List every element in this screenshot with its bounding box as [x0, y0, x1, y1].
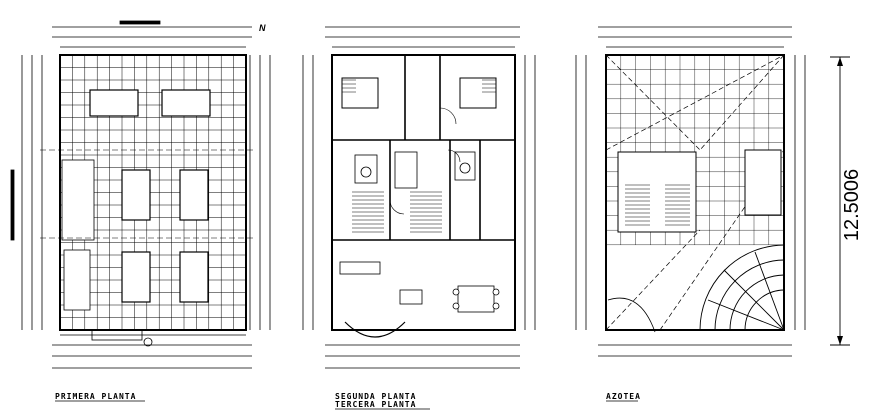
dimension-lines-left: [302, 55, 314, 330]
bed-hatching: [342, 79, 496, 93]
beds: [341, 77, 497, 109]
plan-azotea: AZOTEA: [575, 26, 806, 402]
stairs: [625, 184, 690, 226]
plan-label-tercera: TERCERA PLANTA: [335, 400, 416, 409]
plan-label-segunda: SEGUNDA PLANTA: [335, 392, 416, 401]
dimension-lines-left: [575, 55, 587, 330]
curved-terrace: [699, 244, 785, 331]
skylight-boxes: [89, 89, 211, 117]
entrance-details: [60, 329, 246, 347]
interior-walls: [332, 55, 515, 241]
plan-label-azotea: AZOTEA: [606, 392, 641, 401]
dimension-lines-right: [524, 55, 536, 330]
dimension-lines-right: [794, 55, 806, 330]
plan-label-primera: PRIMERA PLANTA: [55, 392, 136, 401]
outer-wall: [331, 54, 516, 331]
dimension-lines-right: [249, 55, 271, 330]
overall-dimension-value: 12.5006: [841, 169, 863, 241]
door-swings: [389, 107, 461, 215]
dimension-lines-bottom: [598, 344, 792, 357]
overall-dimension: 12.5006: [830, 56, 863, 346]
curved-balcony: [344, 321, 406, 338]
dimension-lines-left: [10, 55, 43, 330]
plan-segunda-planta: SEGUNDA PLANTA TERCERA PLANTA: [302, 26, 536, 410]
dimension-lines-top: [325, 26, 520, 48]
stair-housing: [617, 149, 782, 233]
plan-primera-planta: PRIMERA PLANTA: [10, 20, 271, 402]
dimension-lines-bottom: [325, 344, 520, 369]
curved-edge: [607, 297, 656, 333]
stair-block: [61, 159, 95, 311]
dimension-lines-bottom: [52, 344, 252, 369]
roof-slope-lines: [605, 54, 785, 331]
dimension-lines-top: [598, 26, 792, 48]
bathrooms: [354, 151, 476, 189]
north-label: N: [259, 23, 266, 33]
kitchen-dining: [339, 261, 500, 313]
dimension-lines-top: [52, 20, 252, 48]
stairs: [352, 191, 442, 233]
planter-boxes: [121, 169, 209, 303]
